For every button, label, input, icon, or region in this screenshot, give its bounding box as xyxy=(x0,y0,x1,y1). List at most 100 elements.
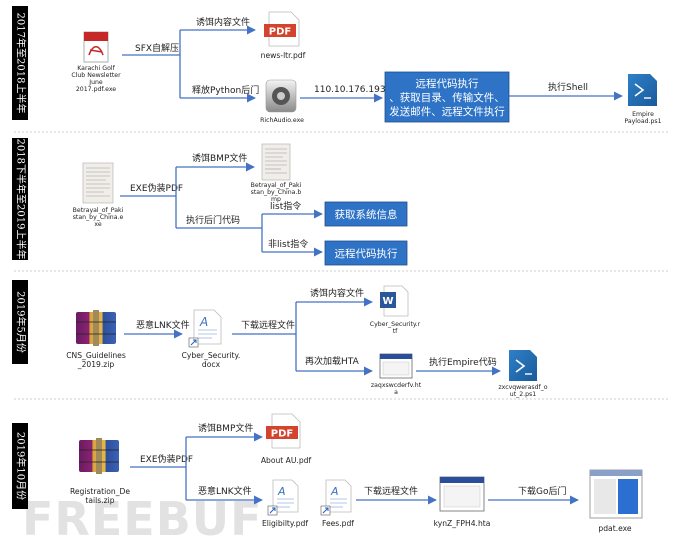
pdf-file-icon: PDF xyxy=(266,413,301,449)
row4-source-name-l2: tails.zip xyxy=(85,496,114,505)
row4-hta-file: kynZ_FPH4.hta xyxy=(434,476,491,528)
row3-hta-label: 再次加载HTA xyxy=(305,355,360,367)
row3-hta-file: zaqxswcderfv.ht a xyxy=(371,353,422,396)
document-thumbnail-icon xyxy=(82,162,114,204)
row3-lnk-label: 恶意LNK文件 xyxy=(136,319,190,331)
row1-source-name-l3: June xyxy=(88,79,103,86)
svg-text:2018下半年至2019上半年: 2018下半年至2019上半年 xyxy=(15,139,28,260)
row1-source-name-l1: Karachi Golf xyxy=(77,65,115,72)
row1-source-name-l2: Club Newsletter xyxy=(71,72,121,79)
row4-exe-file: pdat.exe xyxy=(589,469,643,533)
row2-nonlist-label: 非list指令 xyxy=(268,238,308,250)
row2-bmp-name-l2: stan_by_China.b xyxy=(251,189,302,196)
row3-ps1-name-l1: zxcvqwerasdf_o xyxy=(498,384,547,391)
row1-python-label: 释放Python后门 xyxy=(192,84,259,96)
row1-capability-box: 远程代码执行 、获取目录、传输文件、 发送邮件、远程文件执行 xyxy=(384,71,510,123)
period-label-row1: 2017年至2018上半年 xyxy=(12,6,28,120)
row2-box-rce: 远程代码执行 xyxy=(324,240,408,266)
text-doc-shortcut-icon: A xyxy=(188,309,222,348)
row1-ps1-name-l1: Empire xyxy=(632,111,654,118)
row1-ps1-file: Empire Payload.ps1 xyxy=(624,74,662,125)
row2-list-label: list指令 xyxy=(270,200,301,212)
row1-source-file: Karachi Golf Club Newsletter June 2017.p… xyxy=(71,31,121,93)
winrar-archive-icon xyxy=(79,438,119,474)
pdf-file-icon: PDF xyxy=(264,11,300,47)
row4-fees-file: A Fees.pdf xyxy=(320,479,354,528)
svg-text:发送邮件、远程文件执行: 发送邮件、远程文件执行 xyxy=(389,105,505,118)
row2-exe-label: EXE伪装PDF xyxy=(130,182,183,194)
row3-hta-name-l1: zaqxswcderfv.ht xyxy=(371,382,422,389)
row3-docx-name-l1: Cyber_Security. xyxy=(182,351,241,360)
svg-text:获取系统信息: 获取系统信息 xyxy=(335,208,398,221)
svg-text:2017年至2018上半年: 2017年至2018上半年 xyxy=(15,13,28,114)
row1-bait-label: 诱饵内容文件 xyxy=(196,16,250,28)
row1-pdf-file: PDF news-ltr.pdf xyxy=(261,11,306,60)
application-window-icon xyxy=(439,476,485,512)
row1-source-name-l4: 2017.pdf.exe xyxy=(76,86,116,93)
text-doc-shortcut-icon: A xyxy=(320,479,352,516)
row1-shell-label: 执行Shell xyxy=(548,81,588,93)
row2-bmp-name-l1: Betrayal_of_Paki xyxy=(251,182,302,189)
row4-hta-name: kynZ_FPH4.hta xyxy=(434,519,491,528)
row-separators xyxy=(14,131,670,400)
row3-docx-name-l2: docx xyxy=(202,360,221,369)
row4-pdf-file: PDF About AU.pdf xyxy=(261,413,311,465)
row2-source-name-l1: Betrayal_of_Paki xyxy=(73,207,124,214)
svg-text:2019年10月份: 2019年10月份 xyxy=(15,432,28,500)
row2-source-name-l3: xe xyxy=(94,221,101,228)
svg-text:PDF: PDF xyxy=(269,27,291,38)
bmp-thumbnail-icon xyxy=(261,143,291,181)
svg-text:2019年5月份: 2019年5月份 xyxy=(15,291,28,353)
row3-empire-label: 执行Empire代码 xyxy=(429,356,497,368)
row3-source-name-l2: _2019.zip xyxy=(77,360,115,369)
period-label-row2: 2018下半年至2019上半年 xyxy=(12,138,28,260)
row1-sfx-label: SFX自解压 xyxy=(135,42,179,54)
row3-docx-file: A Cyber_Security. docx xyxy=(182,309,241,369)
row3-ps1-file: zxcvqwerasdf_o ut_2.ps1 xyxy=(498,350,548,398)
text-doc-shortcut-icon: A xyxy=(267,479,299,516)
row4-source-name-l1: Registration_De xyxy=(70,487,130,496)
application-window-icon xyxy=(379,353,413,379)
row2-bmp-name-l3: mp xyxy=(271,196,281,203)
svg-text:远程代码执行: 远程代码执行 xyxy=(335,247,398,260)
svg-text:、获取目录、传输文件、: 、获取目录、传输文件、 xyxy=(389,91,505,104)
row3-download-label: 下载远程文件 xyxy=(241,319,295,331)
row4-eligibility-file: A Eligibilty.pdf xyxy=(262,479,308,528)
speaker-icon xyxy=(265,79,297,113)
row3-rtf-file: W Cyber_Security.r tf xyxy=(370,285,421,335)
row4-eligibility-name: Eligibilty.pdf xyxy=(262,519,308,528)
svg-text:PDF: PDF xyxy=(271,429,293,440)
row3-rtf-name-l2: tf xyxy=(393,328,398,335)
row4-source-file: Registration_De tails.zip xyxy=(70,438,130,505)
row2-backdoor-label: 执行后门代码 xyxy=(186,214,240,226)
freebuf-watermark: FREEBUF xyxy=(22,492,263,546)
row2-bmp-label: 诱饵BMP文件 xyxy=(192,152,247,164)
winrar-archive-icon xyxy=(76,310,116,346)
row4-download-label: 下载远程文件 xyxy=(364,485,418,497)
row2-box-sysinfo: 获取系统信息 xyxy=(324,201,408,227)
application-window-icon xyxy=(589,469,643,519)
row2-source-name-l2: stan_by_China.e xyxy=(73,214,124,221)
period-label-row3: 2019年5月份 xyxy=(12,280,28,364)
word-doc-icon: W xyxy=(380,285,409,317)
row4-bmp-label: 诱饵BMP文件 xyxy=(198,422,253,434)
row1-audio-name: RichAudio.exe xyxy=(260,117,304,124)
row4-lnk-label: 恶意LNK文件 xyxy=(198,485,252,497)
row2-source-file: Betrayal_of_Paki stan_by_China.e xe xyxy=(73,162,124,228)
pdf-exe-icon xyxy=(83,31,109,63)
row1-audio-file: RichAudio.exe xyxy=(260,79,304,124)
row4-exe-name: pdat.exe xyxy=(598,524,631,533)
row4-exe-label: EXE伪装PDF xyxy=(140,453,193,465)
row4-go-label: 下载Go后门 xyxy=(518,485,566,497)
row4-fees-name: Fees.pdf xyxy=(322,519,354,528)
svg-text:A: A xyxy=(277,485,286,498)
row3-ps1-name-l2: ut_2.ps1 xyxy=(510,391,536,398)
row1-pdf-name: news-ltr.pdf xyxy=(261,51,306,60)
row3-rtf-name-l1: Cyber_Security.r xyxy=(370,321,421,328)
row3-source-name-l1: CNS_Guidelines xyxy=(66,351,126,360)
row1-ip-label: 110.10.176.193 xyxy=(314,85,386,95)
row3-source-file: CNS_Guidelines _2019.zip xyxy=(66,310,126,369)
row3-bait-label: 诱饵内容文件 xyxy=(310,287,364,299)
svg-text:W: W xyxy=(382,296,393,307)
